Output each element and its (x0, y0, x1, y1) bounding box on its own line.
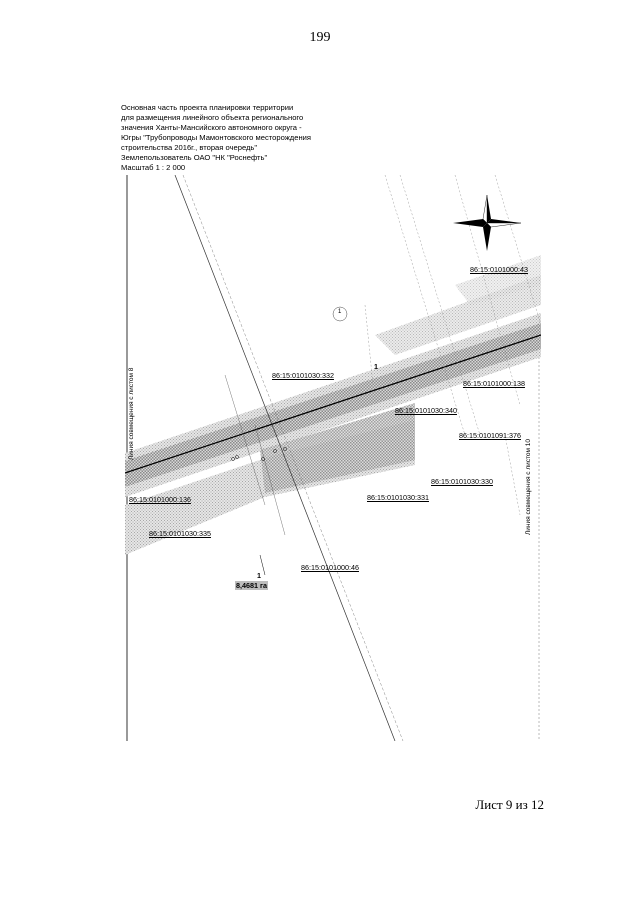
page-number: 199 (309, 30, 331, 45)
parcel-label: 86:15:0101030:330 (431, 477, 493, 486)
title-line: строительства 2016г., вторая очередь" (121, 143, 258, 152)
map-title-block: Основная часть проекта планировки террит… (121, 103, 351, 173)
parcel-label: 86:15:0101091:376 (459, 431, 521, 440)
parcel-label: 86:15:0101000:43 (470, 265, 528, 274)
title-line: Основная часть проекта планировки террит… (121, 103, 294, 112)
compass-rose-icon (453, 194, 522, 251)
area-label: 8,4681 га (235, 581, 268, 590)
parcel-label: 86:15:0101000:138 (463, 379, 525, 388)
map-drawing (125, 175, 541, 741)
title-line: для размещения линейного объекта региона… (121, 113, 304, 122)
corridor-core (125, 323, 541, 487)
scale-line: Масштаб 1 : 2 000 (121, 163, 186, 172)
title-line: Югры "Трубопроводы Мамонтовского месторо… (121, 133, 311, 142)
sheet-number: Лист 9 из 12 (475, 797, 544, 812)
parcel-label: 86:15:0101030:332 (272, 371, 334, 380)
parcel-label: 86:15:0101030:340 (395, 406, 457, 415)
map-canvas[interactable]: 1 1 1 86:15:0101000:43 86:15:0101030:332… (125, 175, 541, 741)
pipeline-line (125, 334, 541, 474)
match-line-right-label: Линия совмещения с листом 10 (525, 438, 532, 535)
zone-marker-label: 1 (338, 309, 342, 315)
title-line: значения Ханты-Мансийского автономного о… (121, 123, 302, 132)
land-user-line: Землепользователь ОАО "НК "Роснефть" (121, 153, 268, 162)
parcel-label: 86:15:0101030:335 (149, 529, 211, 538)
parcel-label: 86:15:0101030:331 (367, 493, 429, 502)
match-line-left-label: Линия совмещения с листом 8 (128, 367, 135, 460)
point-marker-label: 1 (257, 571, 261, 580)
zone-marker-circle (332, 306, 348, 322)
parcel-label: 86:15:0101000:46 (301, 563, 359, 572)
point-marker-label: 1 (374, 362, 378, 371)
parcel-label: 86:15:0101000:136 (129, 495, 191, 504)
